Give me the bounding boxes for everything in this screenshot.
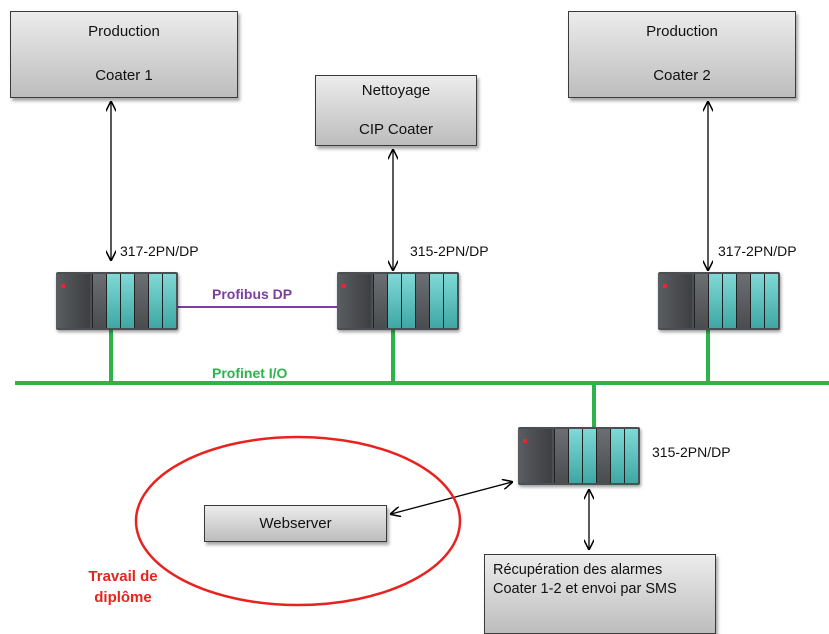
plc-315-unit-2: [337, 272, 459, 330]
highlight-ellipse: [134, 435, 462, 607]
production-coater1-box: Production Coater 1: [10, 11, 238, 98]
box-line1: Nettoyage: [361, 82, 431, 99]
webserver-box: Webserver: [204, 505, 387, 542]
highlight-label-line1: Travail de: [88, 568, 158, 585]
plc4-label: 315-2PN/DP: [652, 444, 731, 460]
box-line2: Coater 2: [653, 67, 711, 84]
alarms-sms-box: Récupération des alarmes Coater 1-2 et e…: [484, 554, 716, 634]
plc2-label: 315-2PN/DP: [410, 243, 489, 259]
plc3-label: 317-2PN/DP: [718, 243, 797, 259]
plc-317-unit-3: [658, 272, 780, 330]
travail-diplome-label: Travail de diplôme: [68, 566, 178, 608]
nettoyage-box: Nettoyage CIP Coater: [315, 75, 477, 146]
plc-317-unit-1: [56, 272, 178, 330]
box-line1: Production: [88, 23, 160, 40]
plc1-label: 317-2PN/DP: [120, 243, 199, 259]
profibus-label: Profibus DP: [212, 286, 293, 302]
box-line1: Production: [646, 23, 718, 40]
highlight-label-line2: diplôme: [94, 589, 152, 606]
box-line2: Coater 1: [95, 67, 153, 84]
plc-315-unit-4: [518, 427, 640, 485]
profinet-label: Profinet I/O: [212, 365, 288, 381]
production-coater2-box: Production Coater 2: [568, 11, 796, 98]
box-line2: CIP Coater: [359, 121, 433, 138]
arrow-plc4-webserver: [391, 482, 512, 514]
